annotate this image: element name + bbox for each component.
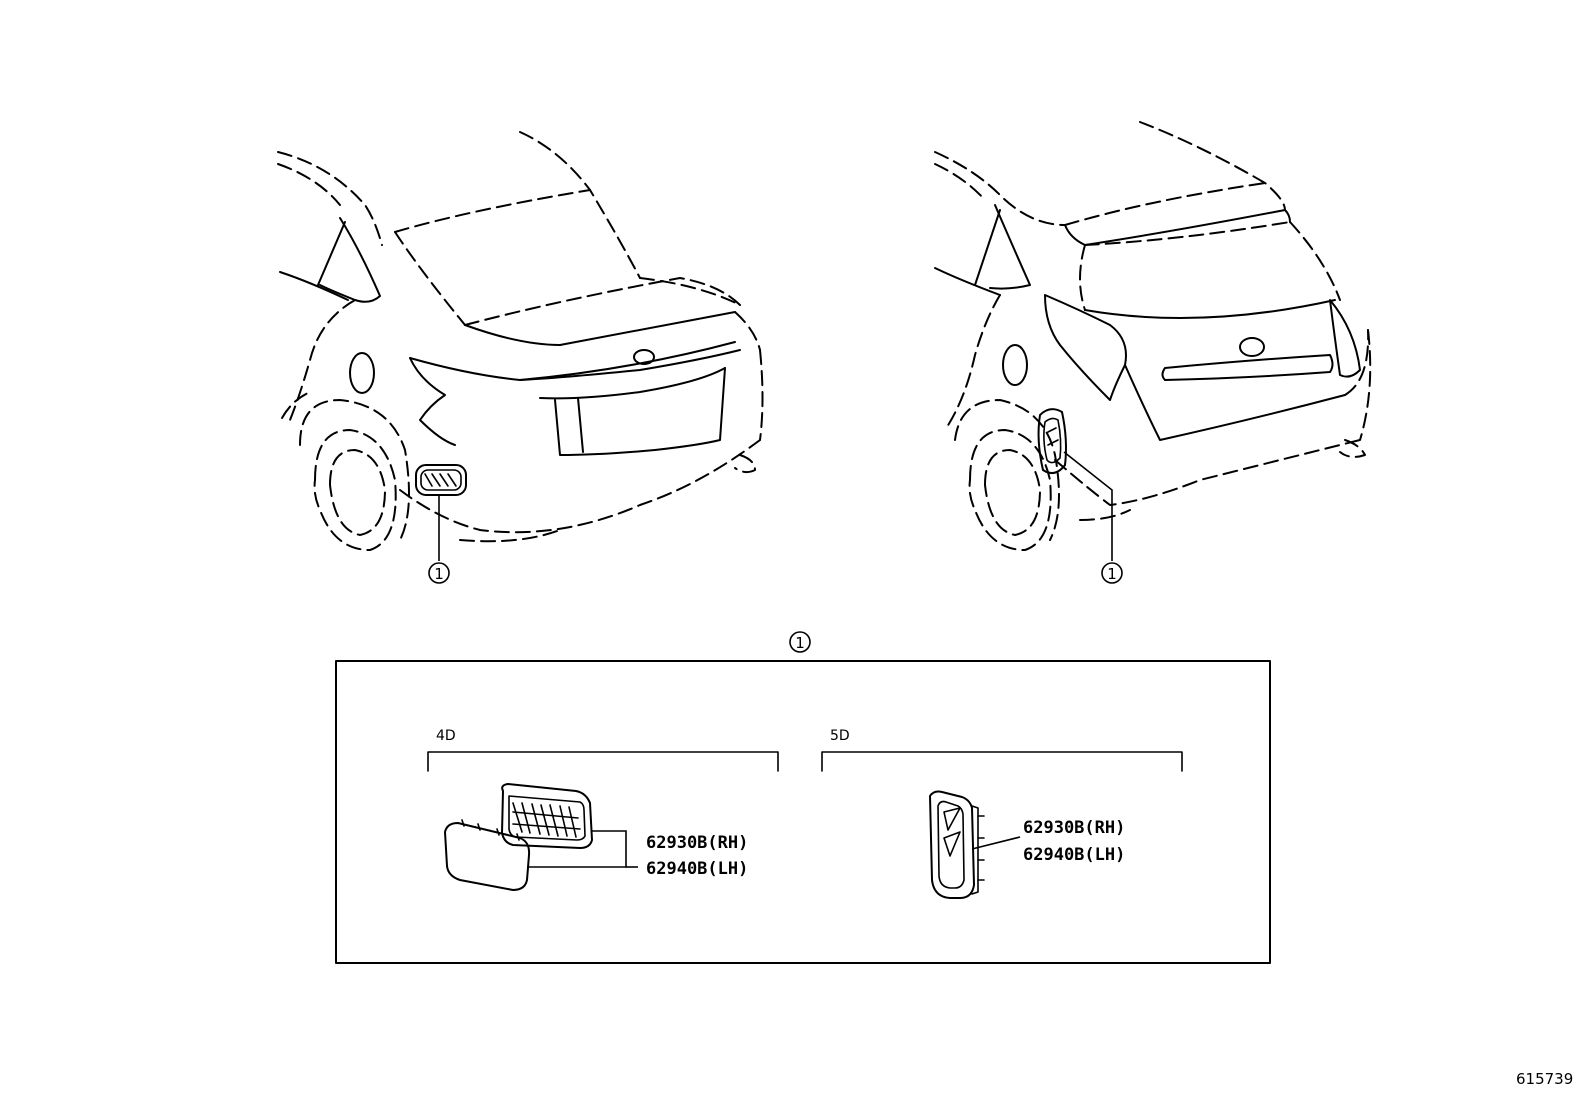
hatchback-callout: 1	[1101, 562, 1123, 584]
svg-text:1: 1	[795, 634, 805, 652]
detail-frame	[335, 660, 1271, 964]
4d-reflector-lens-icon	[444, 819, 531, 891]
reference-number: 615739	[1516, 1070, 1573, 1088]
4d-part-number-lh: 62940B(LH)	[646, 859, 748, 879]
4d-reflector-housing-icon	[501, 783, 593, 849]
detail-header-callout: 1	[789, 631, 811, 653]
5d-reflector-icon	[929, 790, 985, 899]
svg-text:1: 1	[1107, 565, 1117, 583]
group-5d: 5D 62930B(RH) 62940B(LH)	[821, 728, 1183, 899]
group-5d-label: 5D	[830, 728, 850, 744]
group-4d: 4D 62930B(RH) 62940B(LH)	[427, 728, 779, 891]
svg-text:1: 1	[434, 565, 444, 583]
sedan-rear-illustration: 1	[277, 131, 764, 584]
group-4d-label: 4D	[436, 728, 456, 744]
sedan-callout: 1	[428, 562, 450, 584]
hatchback-reflector-icon	[1037, 408, 1067, 475]
5d-part-number-rh: 62930B(RH)	[1023, 818, 1125, 838]
sedan-reflector-icon	[415, 464, 467, 496]
5d-part-number-lh: 62940B(LH)	[1023, 845, 1125, 865]
hatchback-rear-illustration: 1	[934, 121, 1372, 584]
4d-part-number-rh: 62930B(RH)	[646, 833, 748, 853]
